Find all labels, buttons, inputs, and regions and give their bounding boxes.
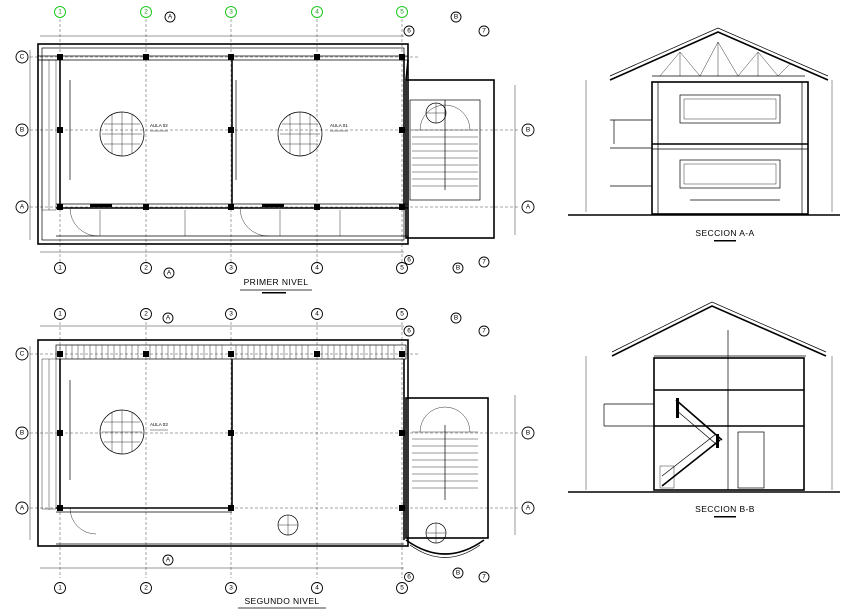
first-stair-block [405, 79, 495, 239]
first-top-axis-3: 3 [229, 9, 233, 16]
first-bottom-axis-2: 2 [144, 265, 148, 272]
second-section-mark-b-top: B [454, 315, 458, 322]
first-top-axis-2: 2 [144, 9, 148, 16]
second-bottom-axis-5: 5 [400, 585, 404, 592]
second-top-axis-4: 4 [315, 311, 319, 318]
second-top-axis-2: 2 [144, 311, 148, 318]
second-section-mark-a-top: A [166, 315, 171, 322]
first-top-axis-5: 5 [400, 9, 404, 16]
second-bottom-axis-6: 6 [407, 574, 411, 581]
plan-first-floor: AULA 02 AULA 01 [15, 6, 535, 294]
second-bottom-axis-2: 2 [144, 585, 148, 592]
second-stair-block [405, 397, 489, 539]
second-bottom-axis-1: 1 [58, 585, 62, 592]
first-section-mark-a-top: A [168, 14, 173, 21]
second-top-axis-1: 1 [58, 311, 62, 318]
section-b-building [653, 357, 805, 491]
first-bottom-axis-6: 6 [407, 257, 411, 264]
first-section-mark-b-bottom: B [456, 265, 460, 272]
second-right-axis-a: A [526, 505, 531, 512]
plan-second-floor: AULA 03 [15, 308, 535, 609]
second-top-axis-7: 7 [482, 328, 486, 335]
second-top-axis-3: 3 [229, 311, 233, 318]
second-outer-wall [37, 339, 409, 547]
first-bottom-axis-5: 5 [400, 265, 404, 272]
section-b-title: SECCION B-B [695, 504, 755, 514]
room-label-aula-02: AULA 02 [150, 123, 168, 128]
first-top-axis-4: 4 [315, 9, 319, 16]
second-section-mark-b-bottom: B [456, 570, 460, 577]
first-top-axis-6: 6 [407, 28, 411, 35]
first-section-mark-b-top: B [454, 14, 458, 21]
second-right-axis-b: B [526, 430, 530, 437]
second-section-mark-a-bottom: A [166, 557, 171, 564]
plan-first-title: PRIMER NIVEL [244, 277, 309, 287]
second-left-axis-c: C [20, 351, 25, 358]
first-bottom-axis-1: 1 [58, 265, 62, 272]
second-bottom-axis-3: 3 [229, 585, 233, 592]
first-left-axis-a: A [20, 204, 25, 211]
section-a-building [651, 81, 809, 215]
section-a-a: SECCION A-A [568, 27, 840, 242]
section-b-b: SECCION B-B [568, 301, 840, 518]
first-section-mark-a-bottom: A [167, 270, 172, 277]
second-left-axis-a: A [20, 505, 25, 512]
second-top-axis-5: 5 [400, 311, 404, 318]
room-label-aula-03: AULA 03 [150, 422, 168, 427]
first-top-axis-7: 7 [482, 28, 486, 35]
first-bottom-axis-7: 7 [482, 259, 486, 266]
first-bottom-axis-4: 4 [315, 265, 319, 272]
stair-diagonal [661, 398, 723, 487]
plan-second-title: SEGUNDO NIVEL [244, 596, 319, 606]
second-bottom-axis-4: 4 [315, 585, 319, 592]
room-label-aula-01: AULA 01 [330, 123, 348, 128]
first-top-axis-1: 1 [58, 9, 62, 16]
section-a-title: SECCION A-A [695, 228, 754, 238]
first-right-axis-a: A [526, 204, 531, 211]
second-bottom-axis-7: 7 [482, 574, 486, 581]
balcony-railing-hatch [59, 345, 395, 359]
second-left-axis-b: B [20, 430, 24, 437]
first-left-axis-c: C [20, 54, 25, 61]
first-outer-wall [37, 43, 409, 245]
first-right-axis-b: B [526, 127, 530, 134]
roof-truss [659, 41, 791, 77]
first-bottom-axis-3: 3 [229, 265, 233, 272]
first-left-axis-b: B [20, 127, 24, 134]
second-top-axis-6: 6 [407, 328, 411, 335]
